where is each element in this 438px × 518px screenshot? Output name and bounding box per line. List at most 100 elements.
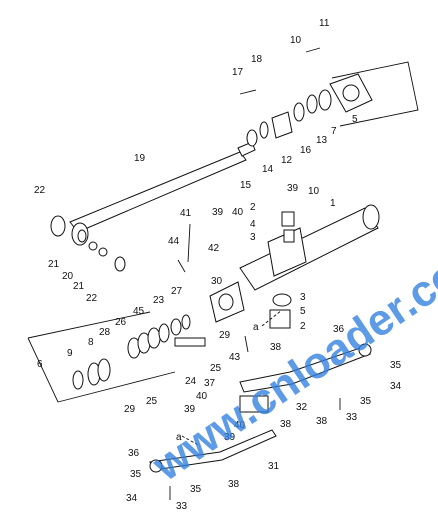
- callout-22-lower: 22: [86, 293, 98, 304]
- group-frame-top-right: [331, 61, 419, 127]
- callout-12: 12: [281, 155, 293, 166]
- callout-1: 1: [330, 198, 336, 209]
- callout-28: 28: [99, 327, 111, 338]
- part-bushing-3-lower: [272, 293, 292, 307]
- part-nut-20: [98, 247, 108, 257]
- callout-7: 7: [331, 126, 337, 137]
- callout-44: 44: [168, 236, 180, 247]
- callout-39-upper: 39: [287, 183, 299, 194]
- part-housing-5: [329, 73, 373, 113]
- part-plate-24: [174, 337, 206, 347]
- callout-6: 6: [37, 359, 43, 370]
- callout-38-right: 38: [316, 416, 328, 427]
- callout-30: 30: [211, 276, 223, 287]
- callout-17: 17: [232, 67, 244, 78]
- callout-14: 14: [262, 164, 274, 175]
- callout-37: 37: [204, 378, 216, 389]
- part-flange-12: [271, 111, 293, 139]
- callout-34-lower: 34: [126, 493, 138, 504]
- callout-40-lower: 40: [196, 391, 208, 402]
- callout-26: 26: [115, 317, 127, 328]
- callout-36-upper: 36: [333, 324, 345, 335]
- callout-40-upper: 40: [232, 207, 244, 218]
- callout-10-mid: 10: [308, 186, 320, 197]
- group-frame-left: [27, 311, 176, 403]
- callout-35-mid: 35: [360, 396, 372, 407]
- callout-numbers: 11 10 18 17 5 7 13 16 12 14 15 19 22 39 …: [34, 18, 402, 512]
- part-arm-32: [239, 343, 372, 393]
- callout-11: 11: [319, 18, 330, 29]
- callout-40-low: 40: [234, 420, 246, 431]
- callout-18: 18: [251, 54, 263, 65]
- callout-3-lower: 3: [300, 292, 306, 303]
- callout-33-lower: 33: [176, 501, 188, 512]
- callout-35-upper: 35: [390, 360, 402, 371]
- part-gear-stack: [127, 314, 191, 359]
- callout-29-left: 29: [124, 404, 136, 415]
- callout-3-upper: 3: [250, 232, 256, 243]
- callout-23: 23: [153, 295, 165, 306]
- callout-38-lower: 38: [228, 479, 240, 490]
- part-bearing-7: [318, 89, 332, 111]
- callout-34-upper: 34: [390, 381, 402, 392]
- callout-29-right: 29: [219, 330, 231, 341]
- section-label-a-upper: a: [253, 322, 259, 333]
- callout-21-lower: 21: [73, 281, 85, 292]
- part-shaft-19: [69, 141, 256, 246]
- callout-24: 24: [185, 376, 197, 387]
- leader-a-upper: [261, 309, 283, 327]
- part-ring-14: [259, 121, 269, 139]
- callout-8: 8: [88, 337, 94, 348]
- callout-10: 10: [290, 35, 302, 46]
- section-label-a-lower: a: [176, 432, 182, 443]
- part-rod-31: [149, 429, 277, 473]
- callout-39-lower: 39: [184, 404, 196, 415]
- callout-33-upper: 33: [346, 412, 358, 423]
- callout-4: 4: [250, 219, 256, 230]
- callout-19: 19: [134, 153, 146, 164]
- part-bushing-2: [281, 211, 295, 227]
- part-ring-13: [306, 94, 318, 114]
- callout-38-center: 38: [280, 419, 292, 430]
- part-bolt-44: [177, 259, 186, 273]
- part-bushing-3: [283, 229, 295, 243]
- leader-a-lower: [181, 435, 201, 447]
- callout-21-upper: 21: [48, 259, 60, 270]
- part-bushing-2-lower: [269, 309, 291, 329]
- callout-5: 5: [352, 114, 358, 125]
- callout-13: 13: [316, 135, 328, 146]
- callout-2-upper: 2: [250, 202, 256, 213]
- part-washer-21: [88, 241, 98, 251]
- callout-42: 42: [208, 243, 220, 254]
- callout-39-mid: 39: [212, 207, 224, 218]
- callout-27: 27: [171, 286, 183, 297]
- callout-39-low: 39: [224, 432, 236, 443]
- callout-5-lower: 5: [300, 306, 306, 317]
- callout-32: 32: [296, 402, 308, 413]
- part-pin-41: [187, 223, 191, 263]
- callout-25-left: 25: [146, 396, 158, 407]
- part-bolt-10: [305, 47, 321, 53]
- callout-43: 43: [229, 352, 241, 363]
- callout-22-upper: 22: [34, 185, 46, 196]
- part-clamp-38: [239, 395, 269, 413]
- callout-9: 9: [67, 348, 73, 359]
- callout-35-low1: 35: [130, 469, 142, 480]
- callout-36-lower: 36: [128, 448, 140, 459]
- callout-31: 31: [268, 461, 280, 472]
- part-seal-22-lower: [114, 256, 126, 272]
- part-tube-1: [209, 204, 380, 323]
- part-ring-15: [246, 129, 258, 147]
- callout-15: 15: [240, 180, 252, 191]
- callout-2-lower: 2: [300, 321, 306, 332]
- callout-41: 41: [180, 208, 192, 219]
- callout-45: 45: [133, 306, 145, 317]
- part-rings-6-8-9: [72, 358, 111, 390]
- callout-16: 16: [300, 145, 312, 156]
- part-seal-22-upper: [50, 215, 66, 237]
- part-ring-16: [293, 102, 305, 122]
- callout-25-right: 25: [210, 363, 222, 374]
- callout-20: 20: [62, 271, 74, 282]
